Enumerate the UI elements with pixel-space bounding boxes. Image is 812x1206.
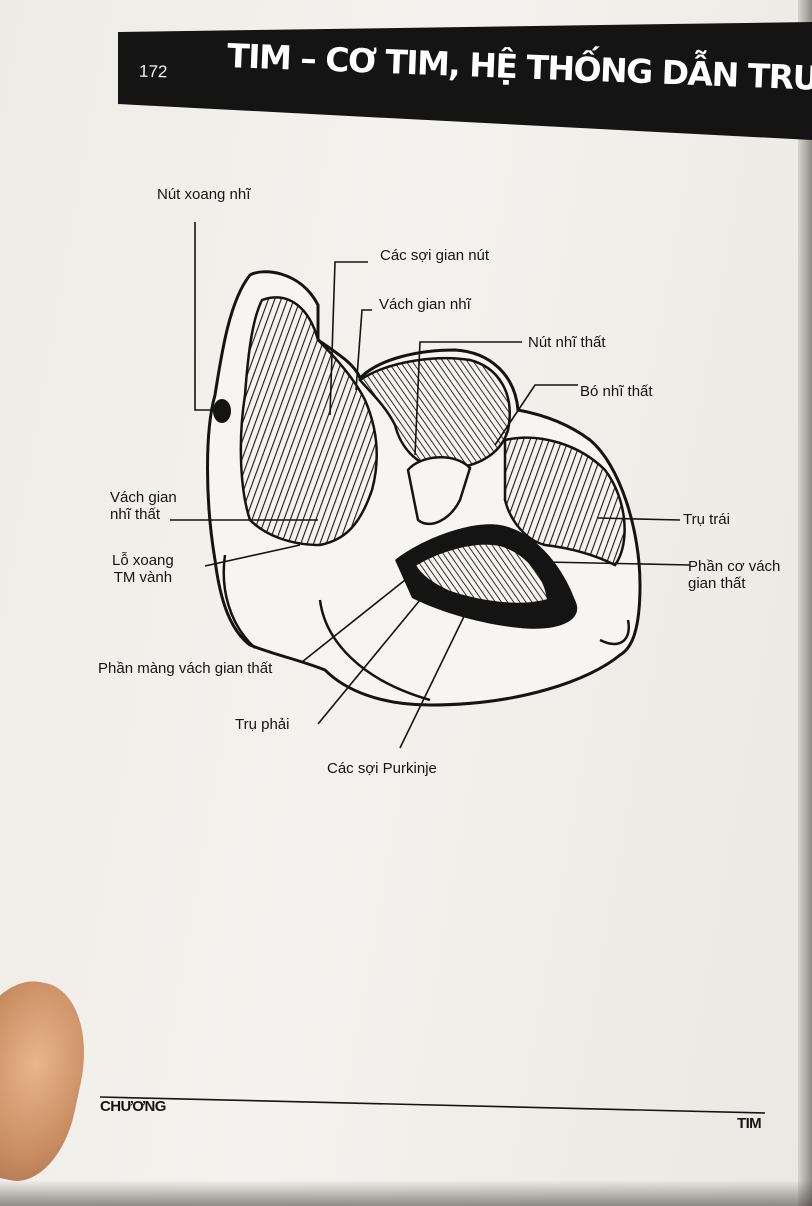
leader-lo-xoang [204, 544, 301, 567]
label-vach-gian-nhi: Vách gian nhĩ [379, 296, 471, 313]
membranous-septum [406, 456, 472, 526]
label-phan-mang-vach-gian-that: Phần màng vách gian thất [98, 660, 273, 677]
leader-cac-soi-gian-nut [329, 261, 368, 416]
interatrial-septum-region [358, 356, 511, 470]
heart-lower-outline [222, 554, 631, 702]
header-band-shape [118, 22, 812, 140]
label-cac-soi-gian-nut: Các sợi gian nút [380, 247, 490, 264]
leader-tru-phai [317, 599, 421, 725]
sinoatrial-node-mark [213, 399, 231, 423]
label-lo-xoang-tm-vanh: Lỗ xoang TM vành [112, 552, 174, 586]
leader-nut-xoang-nhi [194, 222, 215, 411]
leader-phan-co-vach [544, 561, 691, 566]
leader-vach-gian-nhi [355, 309, 372, 391]
chapter-header-band [118, 18, 812, 140]
leader-bo-nhi-that [494, 384, 578, 446]
label-nut-xoang-nhi: Nút xoang nhĩ [157, 186, 251, 203]
leader-purkinje [399, 599, 473, 749]
label-bo-nhi-that: Bó nhĩ thất [580, 383, 653, 400]
page-edge [798, 0, 812, 1206]
label-phan-co-vach-gian-that: Phần cơ vách gian thất [688, 558, 781, 592]
label-tru-trai: Trụ trái [683, 511, 730, 528]
leader-lines [170, 222, 691, 749]
label-cac-soi-purkinje: Các sợi Purkinje [327, 760, 437, 777]
leader-tru-trai [597, 517, 681, 521]
label-tru-phai: Trụ phải [235, 716, 290, 733]
footer-chapter-label: CHƯƠNG [100, 1098, 166, 1115]
label-vach-gian-nhi-that: Vách gian nhĩ thất [110, 489, 177, 523]
ventricle-cavity [395, 524, 578, 629]
leader-phan-mang [301, 579, 406, 663]
left-ventricle-wall [503, 436, 626, 567]
footer-subject: TIM [737, 1115, 762, 1132]
leader-nut-nhi-that [414, 341, 522, 456]
page-bottom-shadow [0, 1180, 812, 1206]
label-nut-nhi-that: Nút nhĩ thất [528, 334, 606, 351]
right-atrium-muscle [239, 296, 378, 547]
